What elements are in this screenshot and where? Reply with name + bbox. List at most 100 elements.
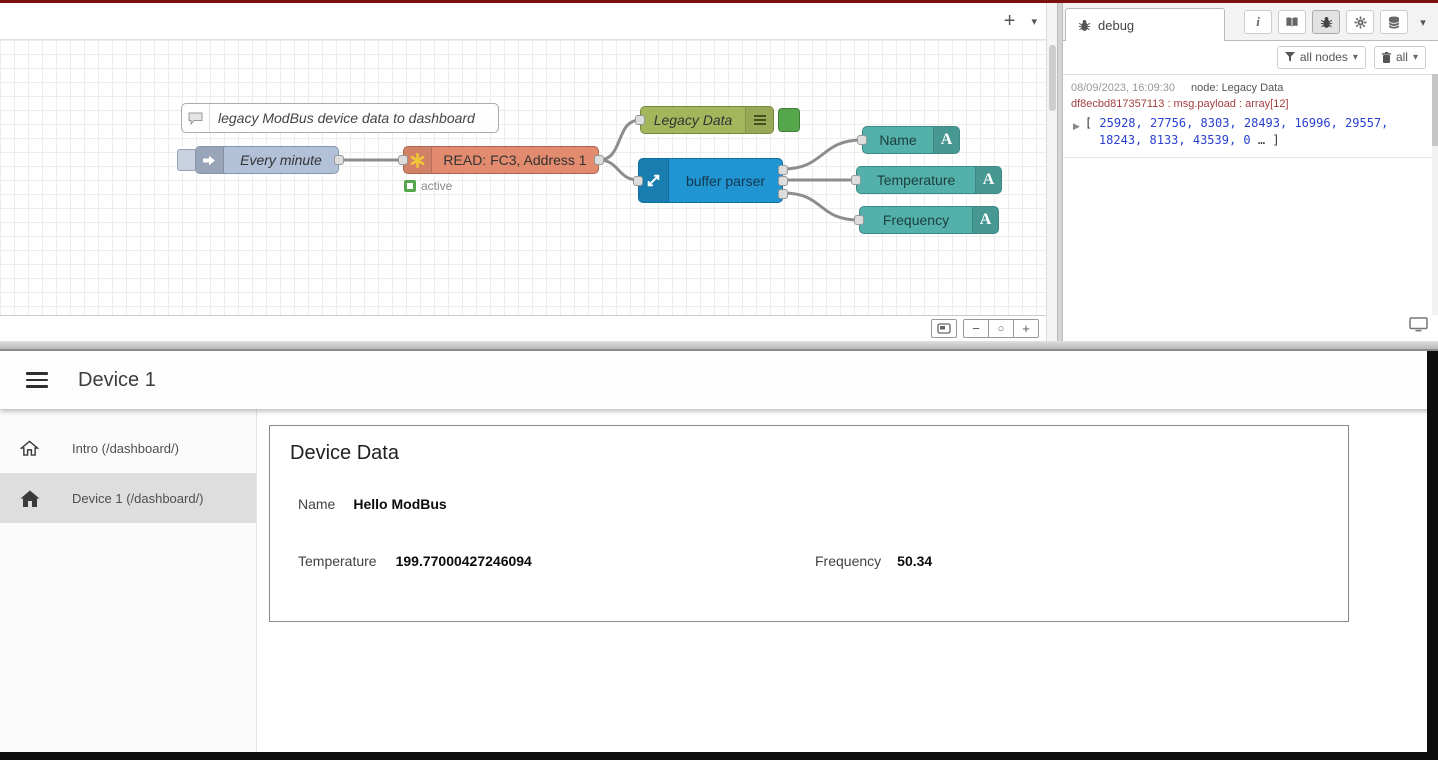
text-letter-icon: A: [975, 167, 1001, 193]
config-tab-button[interactable]: [1346, 10, 1374, 34]
debug-enable-toggle[interactable]: [778, 108, 800, 132]
modbus-status: active: [404, 179, 452, 193]
nav-item-label: Device 1 (/dashboard/): [72, 491, 204, 506]
expand-arrows-icon: [639, 159, 669, 202]
caret-down-icon: ▾: [1353, 52, 1358, 63]
payload-line-1: 25928, 27756, 8303, 28493, 16996, 29557,: [1099, 116, 1388, 130]
canvas-scrollbar[interactable]: [1046, 3, 1057, 341]
card-title: Device Data: [290, 442, 399, 465]
nav-item-label: Intro (/dashboard/): [72, 441, 179, 456]
message-payload: ▶ [ 25928, 27756, 8303, 28493, 16996, 29…: [1071, 115, 1424, 149]
nav-item-intro[interactable]: Intro (/dashboard/): [0, 423, 256, 473]
modbus-gear-icon: [404, 147, 432, 173]
message-property-path: df8ecbd817357113 : msg.payload : array[1…: [1071, 98, 1424, 110]
database-icon: [1388, 16, 1400, 29]
add-flow-button[interactable]: +: [1004, 11, 1016, 31]
comment-node[interactable]: legacy ModBus device data to dashboard: [181, 103, 499, 133]
comment-node-label: legacy ModBus device data to dashboard: [210, 104, 498, 132]
filter-nodes-label: all nodes: [1300, 50, 1348, 64]
bug-icon: [1078, 19, 1091, 32]
ui-frequency-input-port[interactable]: [854, 215, 864, 225]
debug-input-port[interactable]: [635, 115, 645, 125]
debug-message-list: 08/09/2023, 16:09:30 node: Legacy Data d…: [1063, 74, 1432, 315]
buffer-node-label: buffer parser: [669, 159, 782, 202]
status-text: active: [421, 179, 452, 193]
dashboard-window: Device 1 Intro (/dashboard/) Device 1 (/…: [0, 351, 1438, 752]
debug-node[interactable]: Legacy Data: [640, 106, 774, 134]
inject-output-port[interactable]: [334, 155, 344, 165]
payload-line-2: 18243, 8133, 43539, 0: [1099, 133, 1251, 147]
open-debug-window-button[interactable]: [1409, 317, 1428, 337]
modbus-input-port[interactable]: [398, 155, 408, 165]
debug-message[interactable]: 08/09/2023, 16:09:30 node: Legacy Data d…: [1063, 75, 1432, 158]
ui-text-node-frequency[interactable]: Frequency A: [859, 206, 999, 234]
context-tab-button[interactable]: [1380, 10, 1408, 34]
sidebar-tab-icons: i ▾: [1244, 10, 1438, 40]
dashboard-title: Device 1: [78, 369, 156, 392]
tab-debug[interactable]: debug: [1065, 8, 1225, 41]
ui-text-node-name[interactable]: Name A: [862, 126, 960, 154]
flow-list-caret-icon[interactable]: ▾: [1031, 15, 1037, 28]
sidebar-menu-caret-icon[interactable]: ▾: [1414, 10, 1432, 34]
zoom-controls: − ○ +: [963, 319, 1039, 338]
flow-canvas[interactable]: legacy ModBus device data to dashboard E…: [0, 40, 1046, 315]
ui-text-node-temperature[interactable]: Temperature A: [856, 166, 1002, 194]
buffer-output-port-2[interactable]: [778, 176, 788, 186]
wire[interactable]: [783, 193, 859, 220]
buffer-input-port[interactable]: [633, 176, 643, 186]
filter-nodes-button[interactable]: all nodes ▾: [1277, 46, 1366, 69]
inject-node-label: Every minute: [224, 147, 338, 173]
wire[interactable]: [783, 140, 862, 169]
debug-node-label: Legacy Data: [641, 107, 745, 133]
zoom-reset-button[interactable]: ○: [988, 319, 1014, 338]
ui-frequency-label: Frequency: [860, 207, 972, 233]
dashboard-appbar: Device 1: [0, 351, 1438, 409]
inject-node[interactable]: Every minute: [195, 146, 339, 174]
modbus-read-node[interactable]: READ: FC3, Address 1: [403, 146, 599, 174]
bug-icon: [1320, 16, 1333, 29]
info-icon: i: [1256, 14, 1260, 30]
name-value: Hello ModBus: [353, 496, 446, 512]
navigator-toggle-button[interactable]: [931, 319, 957, 338]
funnel-icon: [1285, 52, 1295, 62]
payload-array: [ 25928, 27756, 8303, 28493, 16996, 2955…: [1085, 115, 1388, 149]
help-tab-button[interactable]: [1278, 10, 1306, 34]
window-separator: [0, 341, 1438, 351]
debug-scrollbar[interactable]: [1432, 74, 1438, 315]
device-data-card: Device Data Name Hello ModBus Temperatur…: [269, 425, 1349, 622]
dashboard-content: Device Data Name Hello ModBus Temperatur…: [257, 409, 1438, 752]
ui-name-input-port[interactable]: [857, 135, 867, 145]
temperature-label: Temperature: [298, 553, 377, 569]
zoom-in-button[interactable]: +: [1013, 319, 1039, 338]
window-edge-bottom: [0, 752, 1438, 760]
buffer-output-port-1[interactable]: [778, 165, 788, 175]
modbus-output-port[interactable]: [594, 155, 604, 165]
wire[interactable]: [599, 120, 640, 160]
clear-messages-label: all: [1396, 50, 1408, 64]
frequency-label: Frequency: [815, 553, 881, 569]
bracket-open: [: [1085, 116, 1092, 130]
debug-tab-button[interactable]: [1312, 10, 1340, 34]
text-letter-icon: A: [972, 207, 998, 233]
nav-item-device-1[interactable]: Device 1 (/dashboard/): [0, 473, 256, 523]
monitor-icon: [1409, 317, 1428, 332]
clear-messages-button[interactable]: all ▾: [1374, 46, 1426, 69]
buffer-parser-node[interactable]: buffer parser: [638, 158, 783, 203]
modbus-node-label: READ: FC3, Address 1: [432, 147, 598, 173]
debug-sidebar: debug i ▾: [1063, 3, 1438, 341]
buffer-output-port-3[interactable]: [778, 189, 788, 199]
wire[interactable]: [599, 160, 638, 180]
zoom-out-button[interactable]: −: [963, 319, 989, 338]
inject-trigger-button[interactable]: [177, 149, 197, 171]
menu-hamburger-icon[interactable]: [26, 368, 48, 392]
message-timestamp: 08/09/2023, 16:09:30: [1071, 82, 1175, 94]
editor-footer: − ○ +: [0, 315, 1057, 341]
expand-triangle-icon[interactable]: ▶: [1073, 118, 1080, 149]
ui-temperature-input-port[interactable]: [851, 175, 861, 185]
caret-down-icon: ▾: [1413, 52, 1418, 63]
book-icon: [1285, 16, 1299, 28]
trash-icon: [1382, 52, 1391, 63]
info-tab-button[interactable]: i: [1244, 10, 1272, 34]
debug-list-icon: [745, 107, 773, 133]
